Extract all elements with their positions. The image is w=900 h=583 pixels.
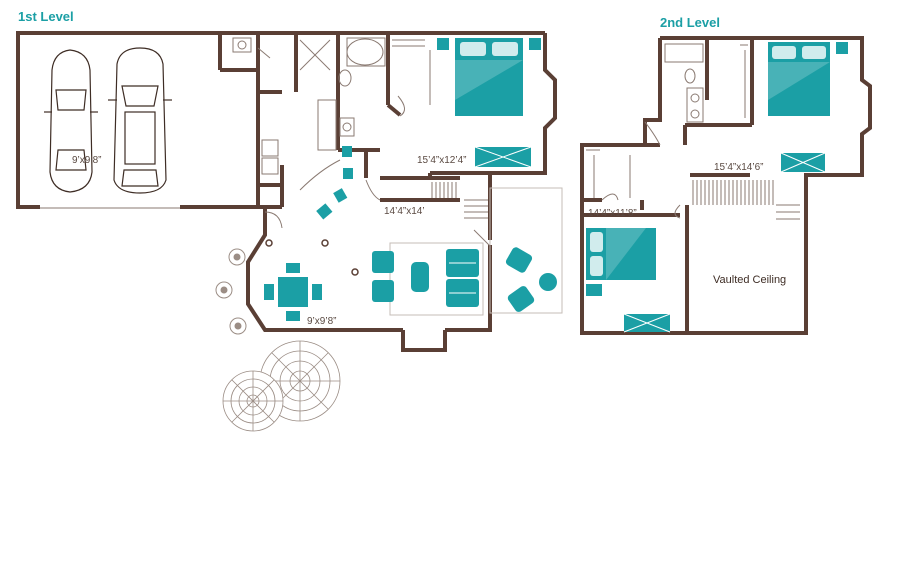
dining-dimension: 9’x9’8” [307,316,337,327]
second-level-stairs [692,180,800,220]
level-1-title: 1st Level [18,9,74,24]
first-level-plan [16,31,563,352]
door-swings-lower [257,47,491,247]
upper-dresser-1 [780,152,826,173]
master-bedroom-dimension: 15’4”x12’4” [417,155,467,166]
kitchen-bar-stools [316,146,353,220]
upper-bedroom-2-dimension: 14’4”x11’8” [588,208,637,219]
car-left [44,49,98,193]
first-level-furniture [264,38,557,321]
upper-bed-2 [586,228,656,296]
tree-small [222,370,284,432]
second-level-fixtures [586,43,748,219]
second-level-furniture [586,42,848,333]
core-walls [218,31,545,240]
level-2-title: 2nd Level [660,15,720,30]
bath-fixtures-lower [232,37,386,191]
master-closet [392,39,431,105]
living-seating [372,249,479,307]
second-level-plan [580,36,872,335]
living-rug [389,242,484,316]
upper-dresser-2 [623,313,671,333]
master-bed [437,38,541,116]
vaulted-ceiling-label: Vaulted Ceiling [713,274,787,286]
patio [489,187,563,314]
stairs-lower [431,182,488,219]
master-dresser [474,146,532,168]
shrubs [215,248,247,335]
master-bedroom-walls [428,33,557,178]
car-right [108,47,172,194]
upper-bed-1 [768,42,848,116]
patio-chairs [505,247,557,312]
lamps-lower [265,239,359,276]
dining-set [264,263,322,321]
living-room-dimension: 14’4”x14’ [384,206,425,217]
garage-dimension: 9’x9’8” [72,155,102,166]
upper-bedroom-1-dimension: 15’4”x14’6” [714,162,764,173]
